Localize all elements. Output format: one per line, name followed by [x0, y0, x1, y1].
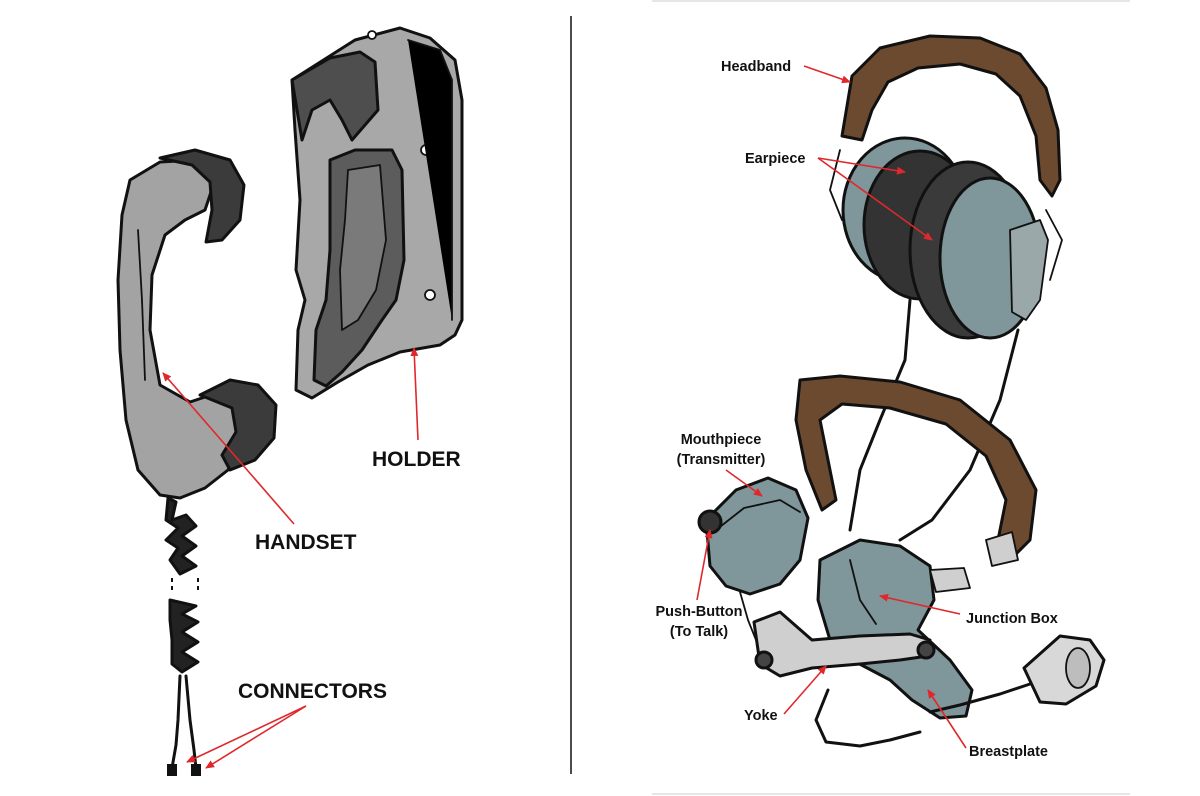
- holder-illustration: [290, 26, 464, 400]
- breastplate-arrow: [927, 689, 967, 749]
- headset-illustration: [697, 34, 1106, 748]
- headband-label: Headband: [721, 59, 791, 75]
- mouthpiece-label-line1: Mouthpiece: [681, 432, 762, 448]
- connectors-arrow-1: [186, 705, 307, 763]
- push-button-label-line1: Push-Button: [656, 604, 743, 620]
- holder-arrow: [410, 347, 419, 441]
- push-button-arrow: [696, 529, 713, 601]
- earpiece-label: Earpiece: [745, 151, 805, 167]
- handset-label: HANDSET: [255, 531, 357, 554]
- push-button-label-line2: (To Talk): [670, 624, 728, 640]
- connectors-arrow-2: [205, 705, 307, 769]
- yoke-arrow: [783, 665, 827, 715]
- earpiece-arrow-2: [817, 157, 933, 241]
- holder-label: HOLDER: [372, 448, 461, 471]
- junction-box-arrow: [879, 593, 961, 615]
- junction-box-label: Junction Box: [966, 611, 1058, 627]
- yoke-label: Yoke: [744, 708, 778, 724]
- mouthpiece-label-line2: (Transmitter): [677, 452, 766, 468]
- connectors-label: CONNECTORS: [238, 680, 387, 703]
- headband-arrow: [803, 65, 851, 84]
- breastplate-label: Breastplate: [969, 744, 1048, 760]
- handset-illustration: [116, 148, 278, 776]
- mouthpiece-arrow: [725, 469, 763, 497]
- handset-arrow: [162, 372, 295, 525]
- earpiece-arrow-1: [817, 157, 906, 175]
